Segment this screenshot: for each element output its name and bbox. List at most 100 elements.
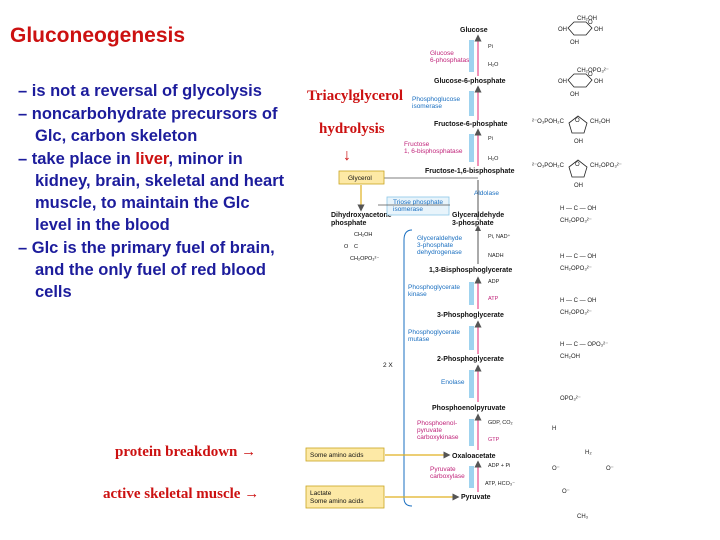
pyruvate-ch3: CH₃ — [577, 514, 589, 520]
fructose-6-phosphate-structure-left: ²⁻O₃POH₂C — [532, 119, 565, 125]
pg2-structure-row: H — C — OPO₃²⁻ — [560, 342, 608, 348]
amino-acids-label: Some amino acids — [310, 452, 364, 459]
cofactor-nadh: NADH — [488, 253, 504, 259]
metabolite-3-phosphoglycerate: 3-Phosphoglycerate — [437, 312, 504, 319]
cofactor-h2o: H₂O — [488, 62, 499, 68]
reaction-bar — [469, 326, 474, 350]
bullet-text: – is not a reversal of glycolysis — [18, 82, 262, 100]
bullet-text-continued: , minor in kidney, brain, skeletal and h… — [35, 150, 285, 234]
glucose-6-phosphate-structure-o: O — [588, 72, 593, 78]
reaction-bar — [469, 40, 474, 72]
cofactor-pi: Pi — [488, 136, 493, 142]
metabolite-glucose: Glucose — [460, 27, 488, 34]
bullet-item: – is not a reversal of glycolysis — [18, 80, 288, 102]
metabolite-fructose-6-phosphate: Fructose-6-phosphate — [434, 121, 508, 128]
protein-breakdown-label: protein breakdown → — [115, 444, 257, 460]
enzyme-aldolase: Aldolase — [474, 190, 499, 197]
glucose-6-phosphate-structure-oh-left: OH — [558, 79, 567, 85]
bpg-structure-row: CH₂OPO₃²⁻ — [560, 266, 592, 272]
fructose-6-phosphate-structure-oh: OH — [574, 139, 583, 145]
fructose-bisphosphate-structure — [568, 159, 588, 178]
triacylglycerol-label: Triacylglycerol — [307, 88, 404, 104]
hydrolysis-label: hydrolysis — [319, 121, 385, 137]
bullet-list: – is not a reversal of glycolysis – nonc… — [18, 80, 288, 304]
metabolite-pyruvate: Pyruvate — [461, 494, 491, 501]
fructose-6-phosphate-structure-o: O — [575, 118, 580, 124]
bullet-text: – noncarbohydrate precursors of Glc, car… — [18, 105, 278, 145]
g3p-structure-row: H — C — OH — [560, 206, 596, 212]
dhap-c: C — [354, 244, 358, 250]
amino-acids-box — [305, 447, 385, 462]
metabolite-phosphoenolpyruvate: Phosphoenolpyruvate — [432, 405, 506, 412]
liver-highlight: liver — [135, 150, 169, 168]
glucose-6-phosphate-structure-top: CH₂OPO₃²⁻ — [577, 68, 609, 74]
cofactor-atp: ATP — [488, 296, 499, 302]
reaction-bar — [469, 419, 474, 446]
fructose-bisphosphate-structure-left: ²⁻O₃POH₂C — [532, 163, 565, 169]
lactate-box — [305, 485, 385, 509]
metabolite-oxaloacetate: Oxaloacetate — [452, 453, 496, 460]
dhap-ch2oh: CH₂OH — [354, 232, 372, 238]
pep-h: H — [552, 426, 556, 432]
pathway-layer: GlucoseGlucose-6-phosphateFructose-6-pho… — [305, 27, 515, 509]
glucose-structure-top: CH₂OH — [577, 16, 597, 22]
fructose-6-phosphate-structure-right: CH₂OH — [590, 119, 610, 125]
bpg-structure-row: H — C — OH — [560, 254, 596, 260]
metabolite-fructose-1-6-bisphosphate: Fructose-1,6-bisphosphate — [425, 168, 515, 175]
glucose-structure-oh-bottom: OH — [570, 40, 579, 46]
metabolite-2-phosphoglycerate: 2-Phosphoglycerate — [437, 356, 504, 363]
reaction-bar — [469, 134, 474, 162]
glucose-structure-o: O — [588, 20, 593, 26]
triose-isomerase-box — [386, 196, 450, 216]
cofactor-h2o: H₂O — [488, 156, 499, 162]
pyruvate-o-minus: O⁻ — [562, 489, 570, 495]
reaction-bar — [469, 91, 474, 116]
reaction-bar — [469, 282, 474, 305]
glucose-6-phosphate-structure — [567, 73, 593, 88]
pg3-structure-row: H — C — OH — [560, 298, 596, 304]
fructose-bisphosphate-structure-o: O — [575, 162, 580, 168]
reaction-bar — [469, 466, 474, 488]
oaa-h2: H₂ — [585, 450, 592, 456]
oaa-o-minus: O⁻ — [606, 466, 614, 472]
pep-opo3: OPO₃²⁻ — [560, 396, 581, 402]
cofactor-adp-pi: ADP + Pi — [488, 463, 510, 469]
metabolite-glucose-6-phosphate: Glucose-6-phosphate — [434, 78, 506, 85]
glucose-6-phosphate-structure-oh-right: OH — [594, 79, 603, 85]
g3p-structure-row: CH₂OPO₃²⁻ — [560, 218, 592, 224]
cofactor-atp-hco3: ATP, HCO₃⁻ — [485, 481, 515, 487]
oaa-o-minus-left: O⁻ — [552, 466, 560, 472]
bullet-item: – noncarbohydrate precursors of Glc, car… — [18, 103, 288, 147]
cofactor-adp: ADP — [488, 279, 500, 285]
down-arrow-icon: ↓ — [343, 147, 351, 164]
cofactor-pi: Pi — [488, 44, 493, 50]
enzyme-enolase: Enolase — [441, 379, 465, 386]
metabolite-1-3-bisphosphoglycerate: 1,3-Bisphosphoglycerate — [429, 267, 512, 274]
cofactor-gtp: GTP — [488, 437, 500, 443]
glycerol-label: Glycerol — [348, 175, 372, 182]
glucose-6-phosphate-structure-oh-bottom: OH — [570, 92, 579, 98]
reaction-bar — [469, 370, 474, 398]
fructose-bisphosphate-structure-right: CH₂OPO₃²⁻ — [590, 163, 622, 169]
dhap-ch2opo3: CH₂OPO₃²⁻ — [350, 256, 379, 262]
two-x-bracket — [403, 229, 413, 507]
cofactor-pi-nad: Pi, NAD⁺ — [488, 233, 511, 240]
bullet-item: – Glc is the primary fuel of brain, and … — [18, 237, 288, 303]
glucose-structure — [567, 21, 593, 36]
skeletal-muscle-label: active skeletal muscle → — [103, 486, 260, 502]
glucose-structure-oh-left: OH — [558, 27, 567, 33]
glucose-structure-oh-right: OH — [594, 27, 603, 33]
two-x-label: 2 X — [383, 362, 393, 369]
fructose-bisphosphate-structure-oh: OH — [574, 183, 583, 189]
